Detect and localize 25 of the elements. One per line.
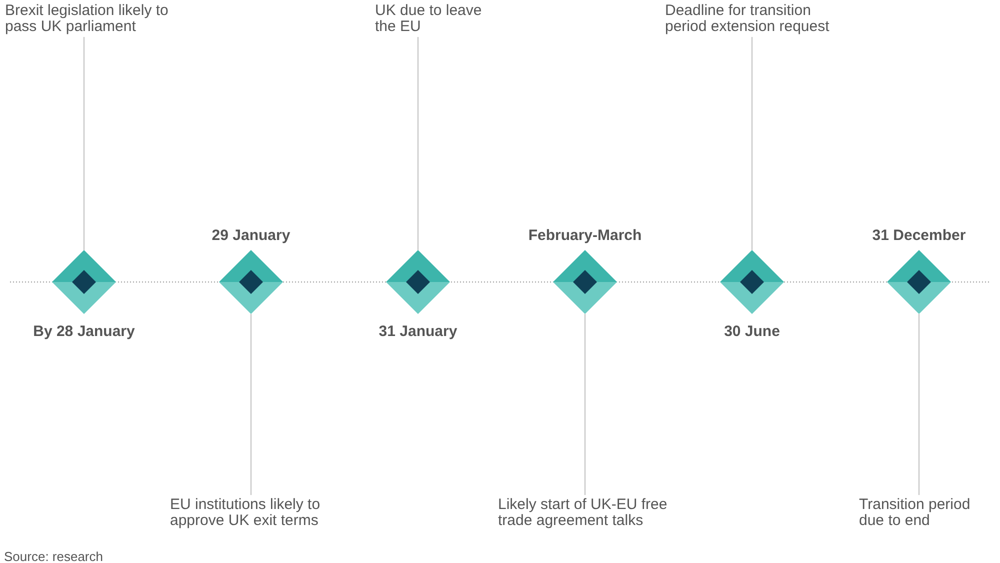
date-label: 31 January	[378, 323, 458, 340]
diamond-marker	[553, 250, 617, 314]
date-label: 31 December	[871, 227, 967, 244]
event-description: Deadline for transition period extension request	[665, 3, 850, 35]
date-label: February-March	[527, 227, 643, 244]
event-description: Likely start of UK-EU free trade agreement talks	[498, 497, 683, 529]
leader-line	[250, 314, 252, 495]
event-description: Transition period due to end	[859, 497, 989, 529]
leader-line	[83, 37, 85, 250]
diamond-marker	[219, 250, 283, 314]
date-label: 30 June	[723, 323, 781, 340]
diamond-marker	[386, 250, 450, 314]
event-description: EU institutions likely to approve UK exit terms	[170, 497, 340, 529]
leader-line	[584, 314, 586, 495]
diamond-marker	[720, 250, 784, 314]
date-label: 29 January	[210, 227, 292, 244]
diamond-marker	[52, 250, 116, 314]
diamond-marker	[887, 250, 951, 314]
leader-line	[918, 314, 920, 495]
event-description: Brexit legislation likely to pass UK parliament	[5, 3, 175, 35]
event-description: UK due to leave the EU	[375, 3, 485, 35]
leader-line	[417, 37, 419, 250]
source-note: Source: research	[4, 549, 103, 563]
date-label: By 28 January	[32, 323, 136, 340]
leader-line	[751, 37, 753, 250]
